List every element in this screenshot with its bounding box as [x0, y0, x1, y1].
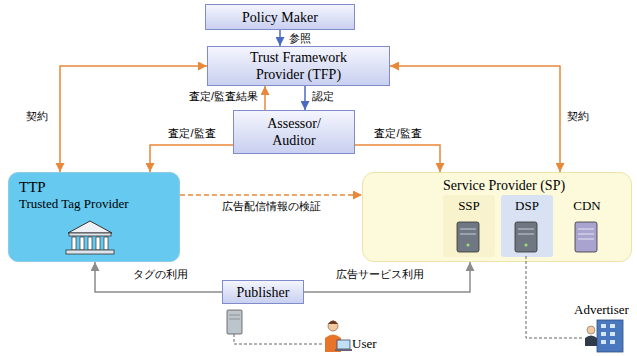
server-icon — [515, 222, 537, 252]
node-title: Policy Maker — [242, 9, 318, 26]
server-icon — [575, 222, 597, 252]
bank-icon — [66, 221, 114, 254]
publisher-server-icon — [227, 310, 242, 334]
connector — [150, 145, 233, 172]
edge-label: 参照 — [288, 32, 312, 45]
node-title: SSP — [443, 198, 495, 214]
server-box: DSP — [501, 195, 553, 257]
leader-line — [526, 256, 583, 338]
node-subtitle: Trusted Tag Provider — [19, 196, 169, 212]
connector — [355, 145, 440, 172]
connector — [180, 194, 362, 196]
edge-label: 査定/監査 — [167, 127, 216, 140]
connector — [304, 262, 470, 292]
connector — [60, 66, 207, 172]
edge-label: タグの利用 — [132, 268, 189, 281]
node-title: Trust Framework Provider (TFP) — [228, 49, 369, 83]
process-box: Policy Maker — [205, 4, 355, 30]
process-box: Publisher — [222, 280, 304, 304]
node-title: Publisher — [237, 284, 290, 301]
node-title: DSP — [501, 198, 553, 214]
provider-panel: Service Provider (SP) SSP DSP CDN — [362, 172, 632, 262]
edge-label: 認定 — [311, 90, 335, 103]
connector — [279, 30, 281, 46]
provider-panel: TTPTrusted Tag Provider — [8, 172, 180, 262]
advertiser-icon — [585, 320, 623, 352]
process-box: Assessor/ Auditor — [233, 110, 355, 154]
connector — [264, 86, 266, 110]
node-title: CDN — [561, 198, 613, 214]
user-icon — [325, 321, 352, 353]
connector — [390, 66, 560, 172]
server-box: CDN — [561, 195, 613, 257]
edge-label: 査定/監査結果 — [188, 90, 259, 103]
actor-label: Advertiser — [574, 302, 629, 317]
process-box: Trust Framework Provider (TFP) — [207, 46, 390, 86]
node-title: Assessor/ Auditor — [259, 115, 329, 149]
node-title: TTP — [19, 178, 169, 196]
connector — [95, 262, 222, 292]
edge-label: 契約 — [566, 110, 590, 123]
edge-label: 査定/監査 — [373, 127, 422, 140]
server-icon — [457, 222, 479, 252]
edge-label: 契約 — [25, 110, 49, 123]
node-title: Service Provider (SP) — [443, 177, 631, 194]
edge-label: 広告サービス利用 — [335, 268, 425, 281]
actor-label: User — [352, 336, 377, 351]
edge-label: 広告配信情報の検証 — [221, 200, 322, 213]
server-box: SSP — [443, 195, 495, 257]
connector — [304, 86, 306, 110]
leader-line — [234, 334, 322, 344]
